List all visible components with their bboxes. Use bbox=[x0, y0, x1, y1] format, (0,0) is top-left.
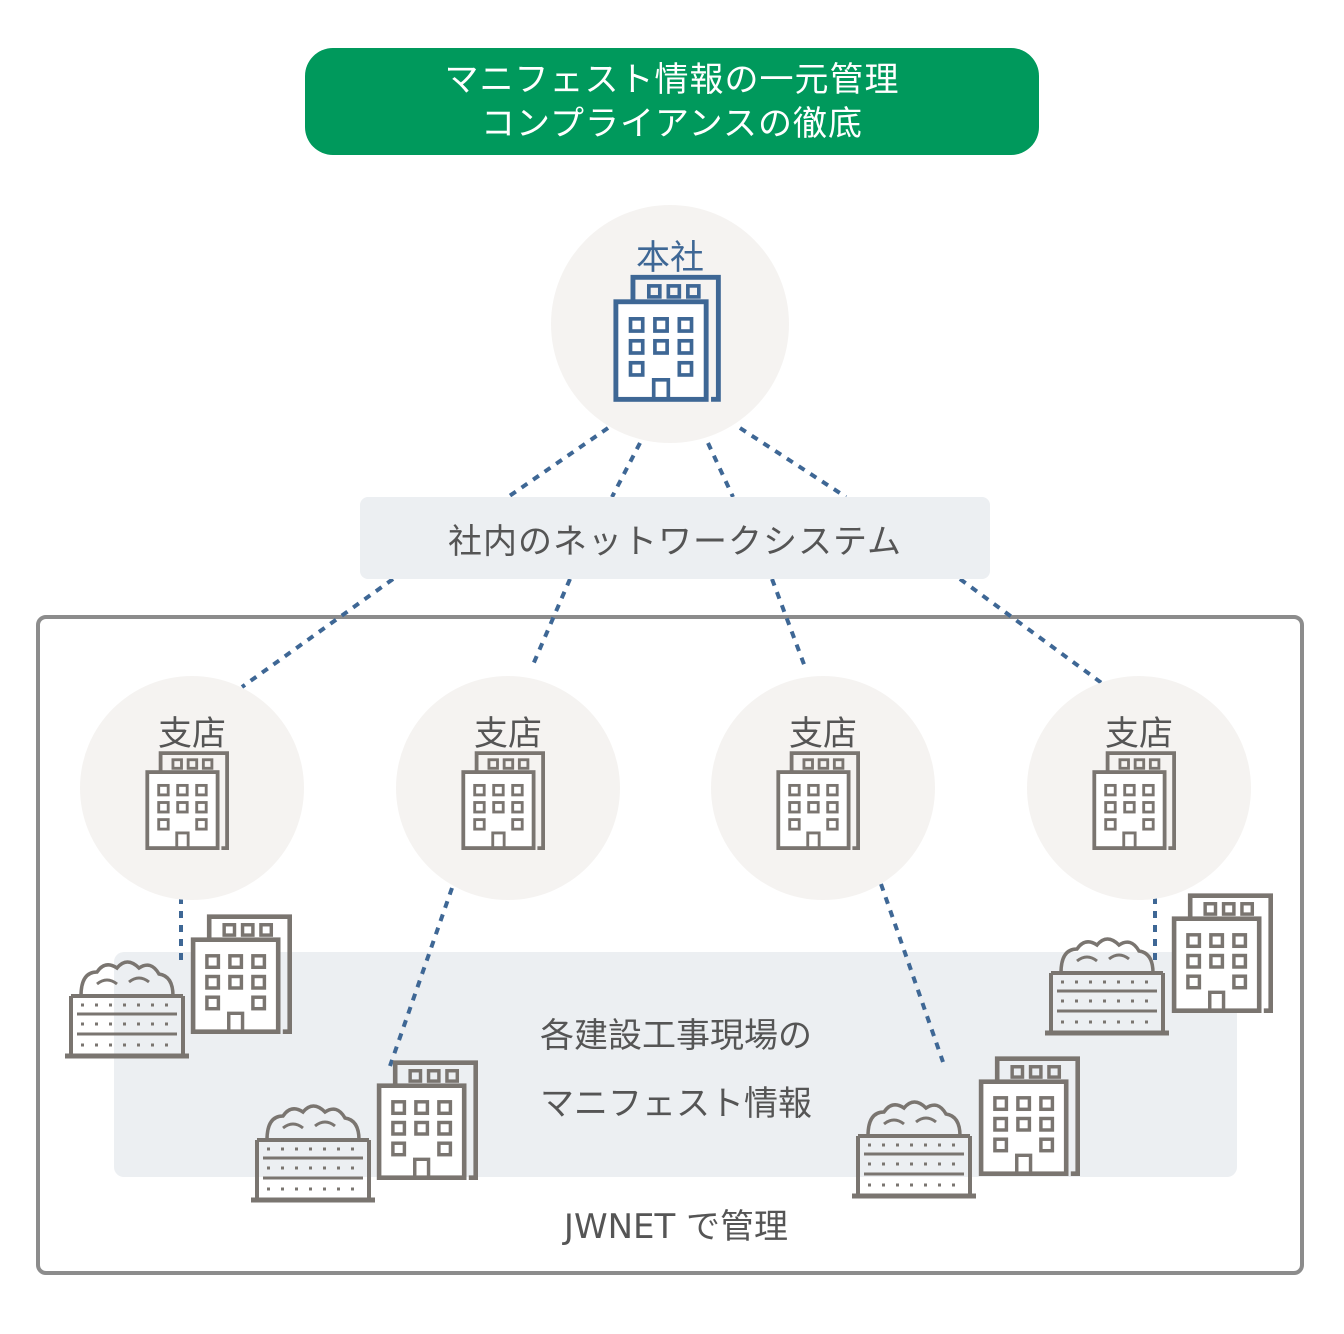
hq-label: 本社 bbox=[636, 238, 704, 278]
waste-container-icon bbox=[251, 1106, 375, 1200]
site-group-2 bbox=[251, 1063, 476, 1200]
branch-label-4: 支店 bbox=[1105, 714, 1173, 754]
network-system-box: 社内のネットワークシステム bbox=[360, 497, 990, 579]
headline-line-1: マニフェスト情報の一元管理 bbox=[444, 59, 900, 100]
site-info-line-1: 各建設工事現場の bbox=[540, 1016, 812, 1056]
site-building-icon bbox=[379, 1063, 476, 1178]
branch-label-3: 支店 bbox=[789, 714, 857, 754]
site-group-4 bbox=[1045, 896, 1271, 1033]
jwnet-frame bbox=[36, 615, 1304, 1275]
site-info-line-2: マニフェスト情報 bbox=[540, 1084, 812, 1124]
branch-label-2: 支店 bbox=[474, 714, 542, 754]
waste-container-icon bbox=[1045, 939, 1169, 1033]
site-building-icon bbox=[981, 1059, 1078, 1174]
site-building-icon bbox=[1174, 896, 1271, 1011]
network-system-label: 社内のネットワークシステム bbox=[448, 521, 902, 562]
headline-banner: マニフェスト情報の一元管理 コンプライアンスの徹底 bbox=[305, 48, 1039, 155]
waste-container-icon bbox=[65, 962, 189, 1056]
headline-line-2: コンプライアンスの徹底 bbox=[481, 103, 863, 144]
branch-label-1: 支店 bbox=[158, 714, 226, 754]
site-building-icon bbox=[193, 917, 290, 1032]
connector-lines bbox=[179, 426, 1157, 1067]
site-group-3 bbox=[852, 1059, 1078, 1196]
site-group-1 bbox=[65, 917, 290, 1056]
jwnet-footer-label: JWNET で管理 bbox=[563, 1207, 789, 1247]
